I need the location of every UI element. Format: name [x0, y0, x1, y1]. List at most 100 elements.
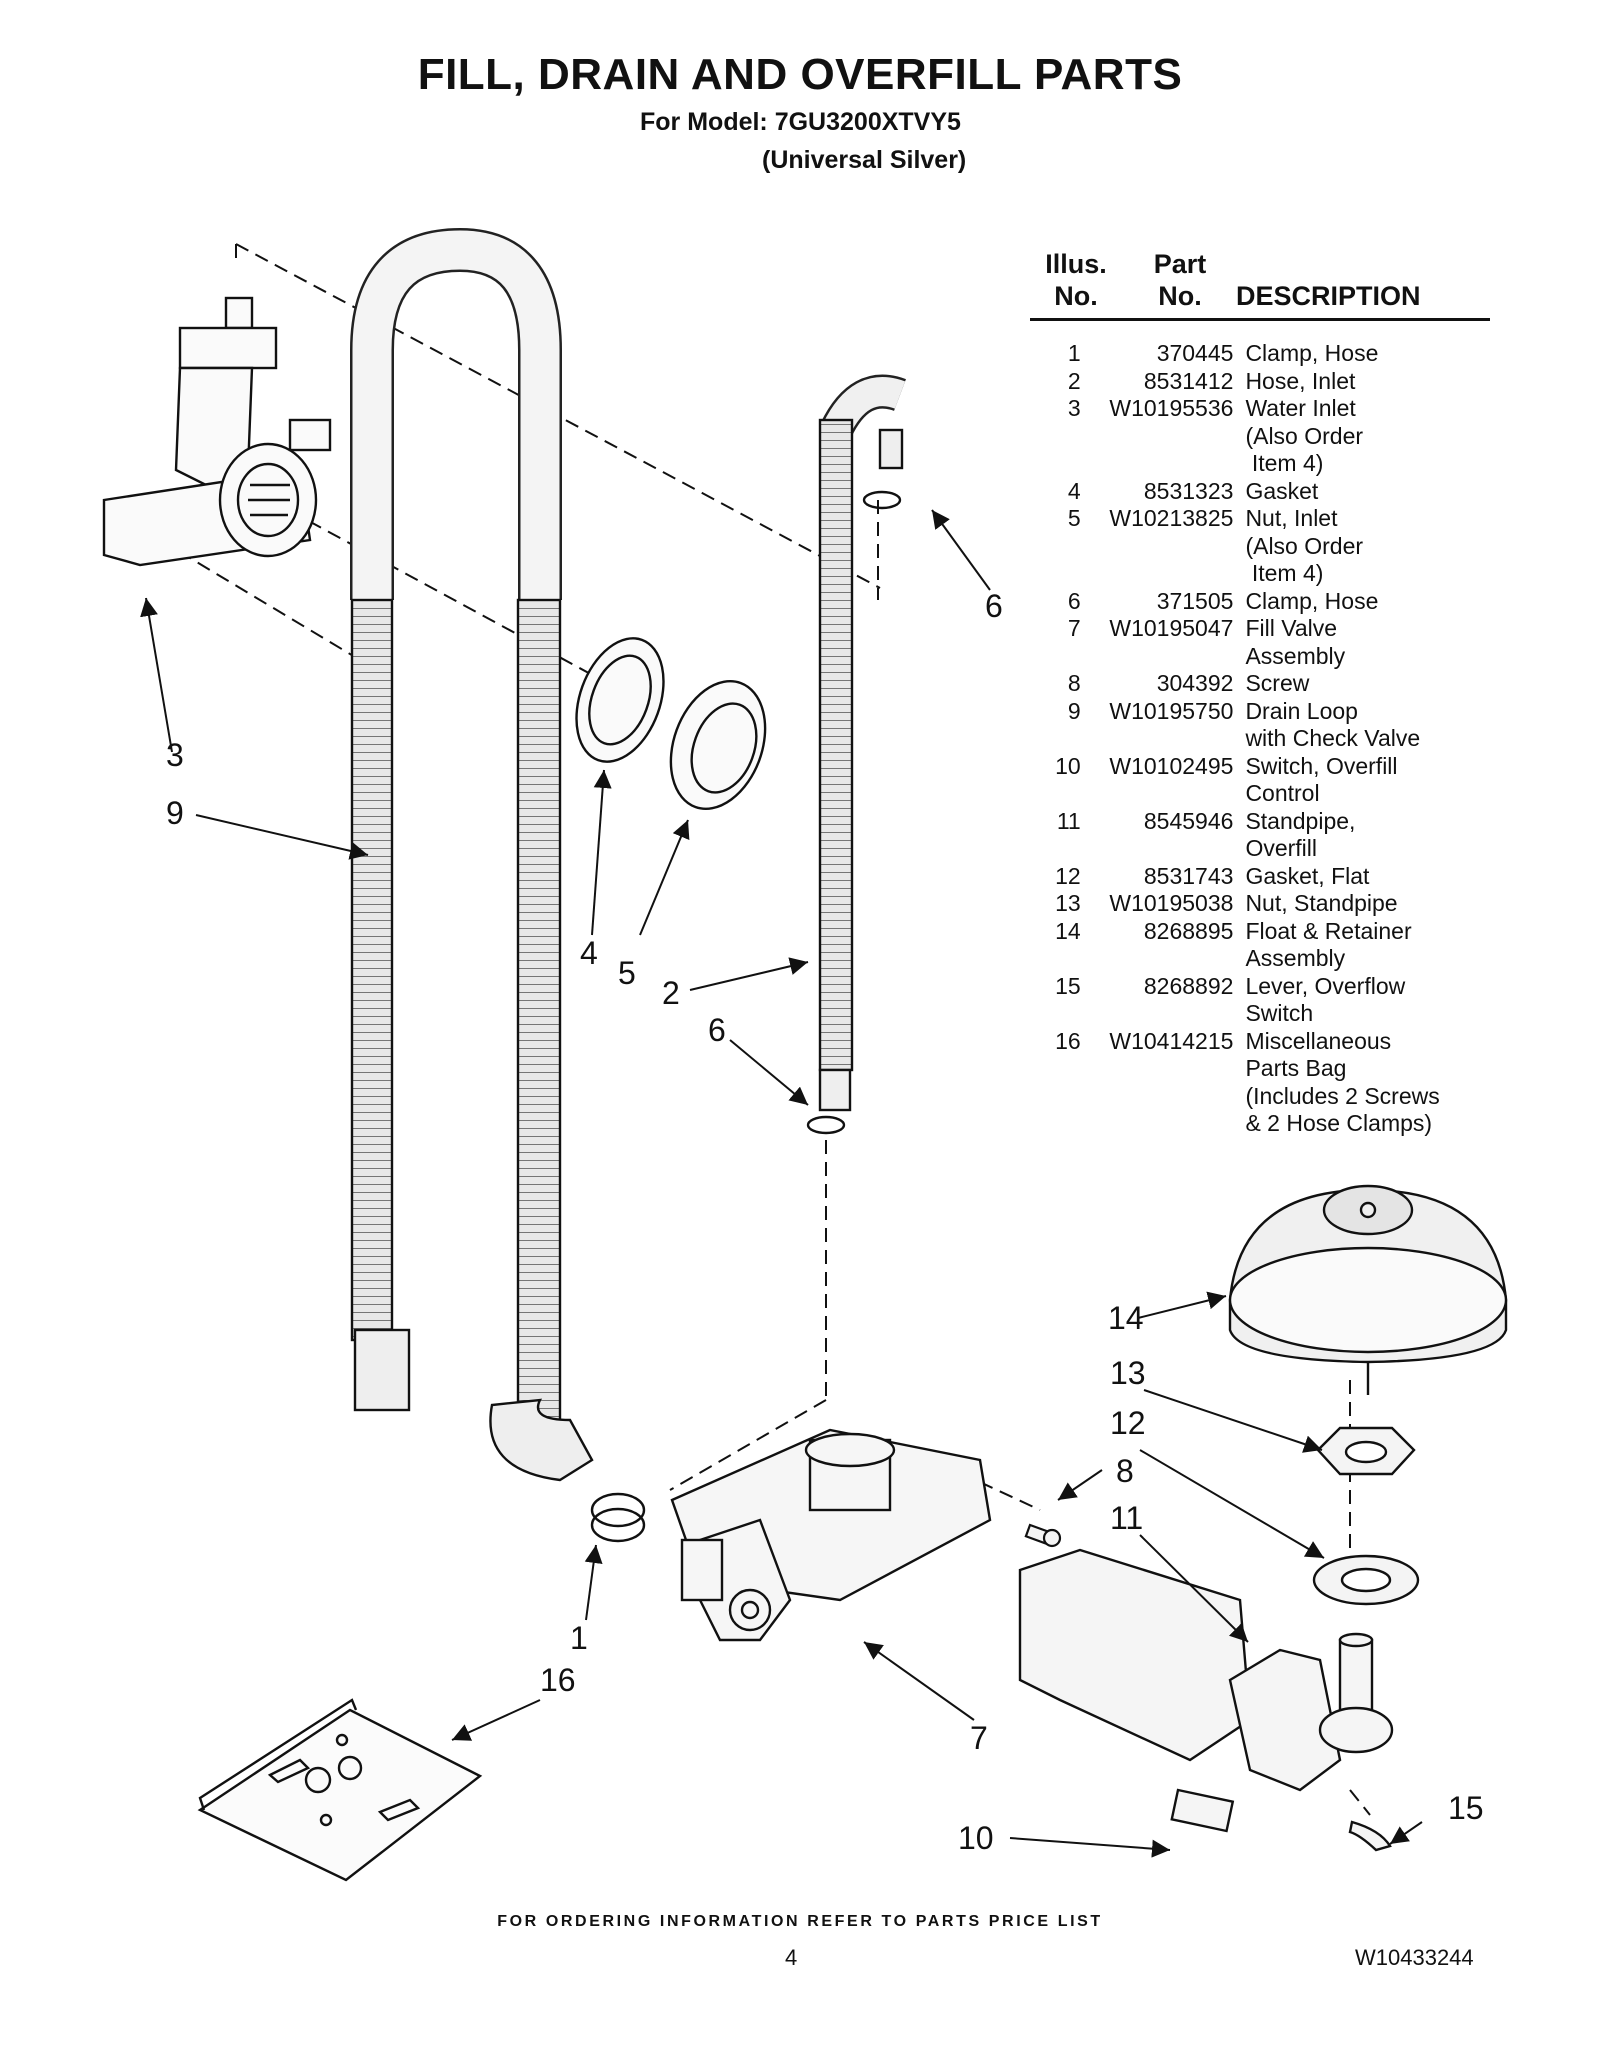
description-line: Fill Valve	[1245, 615, 1338, 641]
table-row: 13 W10195038 Nut, Standpipe	[1020, 890, 1500, 918]
description-cell: Nut, Inlet(Also Order Item 4)	[1233, 505, 1500, 588]
callout-6-bottom: 6	[708, 1012, 726, 1048]
description-line: Assembly	[1245, 642, 1346, 669]
description-line: Water Inlet	[1245, 395, 1356, 421]
part-no-cell: W10414215	[1109, 1027, 1234, 1054]
callout-15: 15	[1448, 1790, 1484, 1826]
part-no-cell: W10213825	[1109, 505, 1234, 531]
part-no-cell: 370445	[1156, 340, 1234, 366]
page-number: 4	[785, 1945, 798, 1970]
part-no-cell: W10195047	[1109, 615, 1234, 641]
description-line: Hose, Inlet	[1245, 367, 1356, 394]
standpipe-nut-and-gasket	[1312, 1426, 1420, 1606]
header-illus-line1: Illus.	[1045, 249, 1107, 279]
illus-no-cell: 11	[1056, 807, 1081, 834]
ordering-note: FOR ORDERING INFORMATION REFER TO PARTS …	[497, 1913, 1103, 1930]
description-cell: Standpipe,Overfill	[1233, 808, 1500, 863]
part-no-cell: 8531412	[1143, 367, 1234, 394]
header-part-no: Part No.	[1120, 248, 1240, 312]
illus-no-cell: 4	[1067, 477, 1081, 504]
illus-no-cell: 10	[1055, 752, 1081, 779]
callout-13: 13	[1110, 1355, 1146, 1391]
header-part-line1: Part	[1153, 249, 1207, 279]
callout-6-top: 6	[985, 588, 1003, 624]
part-no-cell: W10195038	[1109, 890, 1234, 916]
description-cell: Clamp, Hose	[1233, 588, 1500, 616]
illus-no-cell: 5	[1067, 505, 1081, 531]
document-number: W10433244	[1355, 1945, 1474, 1970]
illus-no-cell: 7	[1067, 615, 1081, 641]
description-cell: Screw	[1233, 670, 1500, 698]
callout-11: 11	[1110, 1500, 1144, 1536]
illus-no-cell: 16	[1055, 1027, 1081, 1054]
callout-4: 4	[580, 935, 598, 971]
inlet-hose	[818, 374, 906, 1112]
illus-no-cell: 15	[1055, 972, 1081, 999]
float-and-retainer	[1228, 1184, 1508, 1395]
callout-14: 14	[1108, 1300, 1144, 1336]
header-rule	[1030, 318, 1490, 321]
callout-12: 12	[1110, 1405, 1146, 1441]
illus-no-cell: 12	[1055, 862, 1081, 889]
description-line: Drain Loop	[1245, 697, 1358, 724]
description-line: Clamp, Hose	[1245, 340, 1379, 366]
callout-10: 10	[958, 1820, 994, 1856]
description-cell: Water Inlet(Also Order Item 4)	[1233, 395, 1500, 478]
description-cell: Clamp, Hose	[1233, 340, 1500, 368]
illus-no-cell: 6	[1067, 587, 1081, 614]
misc-parts-bag	[197, 1698, 483, 1882]
description-line: Standpipe,	[1245, 807, 1356, 834]
description-cell: Gasket, Flat	[1233, 863, 1500, 891]
description-line: Screw	[1245, 670, 1310, 696]
callout-5: 5	[618, 955, 636, 991]
description-line: Nut, Inlet	[1245, 505, 1338, 531]
hose-clamps	[590, 490, 902, 1543]
description-line: (Also Order	[1245, 532, 1364, 559]
illus-no-cell: 3	[1067, 395, 1081, 421]
callout-1: 1	[570, 1620, 588, 1656]
description-line: Nut, Standpipe	[1245, 890, 1398, 916]
illus-no-cell: 13	[1055, 890, 1081, 916]
description-line: Clamp, Hose	[1245, 587, 1379, 614]
part-no-cell: W10195536	[1109, 395, 1234, 421]
header-part-line2: No.	[1158, 281, 1202, 311]
part-no-cell: 371505	[1156, 587, 1234, 614]
illus-no-cell: 2	[1067, 367, 1081, 394]
page-title: FILL, DRAIN AND OVERFILL PARTS	[417, 50, 1183, 99]
screw-part	[1024, 1523, 1062, 1548]
description-line: Overfill	[1245, 835, 1317, 861]
part-no-cell: 304392	[1156, 670, 1234, 696]
illus-no-cell: 14	[1055, 917, 1081, 944]
description-line: (Includes 2 Screws	[1245, 1082, 1440, 1109]
description-cell: Gasket	[1233, 478, 1500, 506]
table-row: 4 8531323 Gasket	[1020, 478, 1500, 506]
description-cell: Nut, Standpipe	[1233, 890, 1500, 918]
description-line: Control	[1245, 780, 1320, 806]
fill-valve-assembly	[670, 1428, 992, 1642]
inlet-gasket-and-nut	[575, 637, 767, 811]
header-description: DESCRIPTION	[1236, 281, 1421, 311]
description-line: Gasket	[1245, 477, 1319, 504]
table-row: 2 8531412 Hose, Inlet	[1020, 368, 1500, 396]
part-no-cell: 8531323	[1143, 477, 1234, 504]
callout-2: 2	[662, 975, 680, 1011]
description-cell: Hose, Inlet	[1233, 368, 1500, 396]
description-line: Float & Retainer	[1245, 917, 1412, 944]
callout-16: 16	[540, 1662, 576, 1698]
